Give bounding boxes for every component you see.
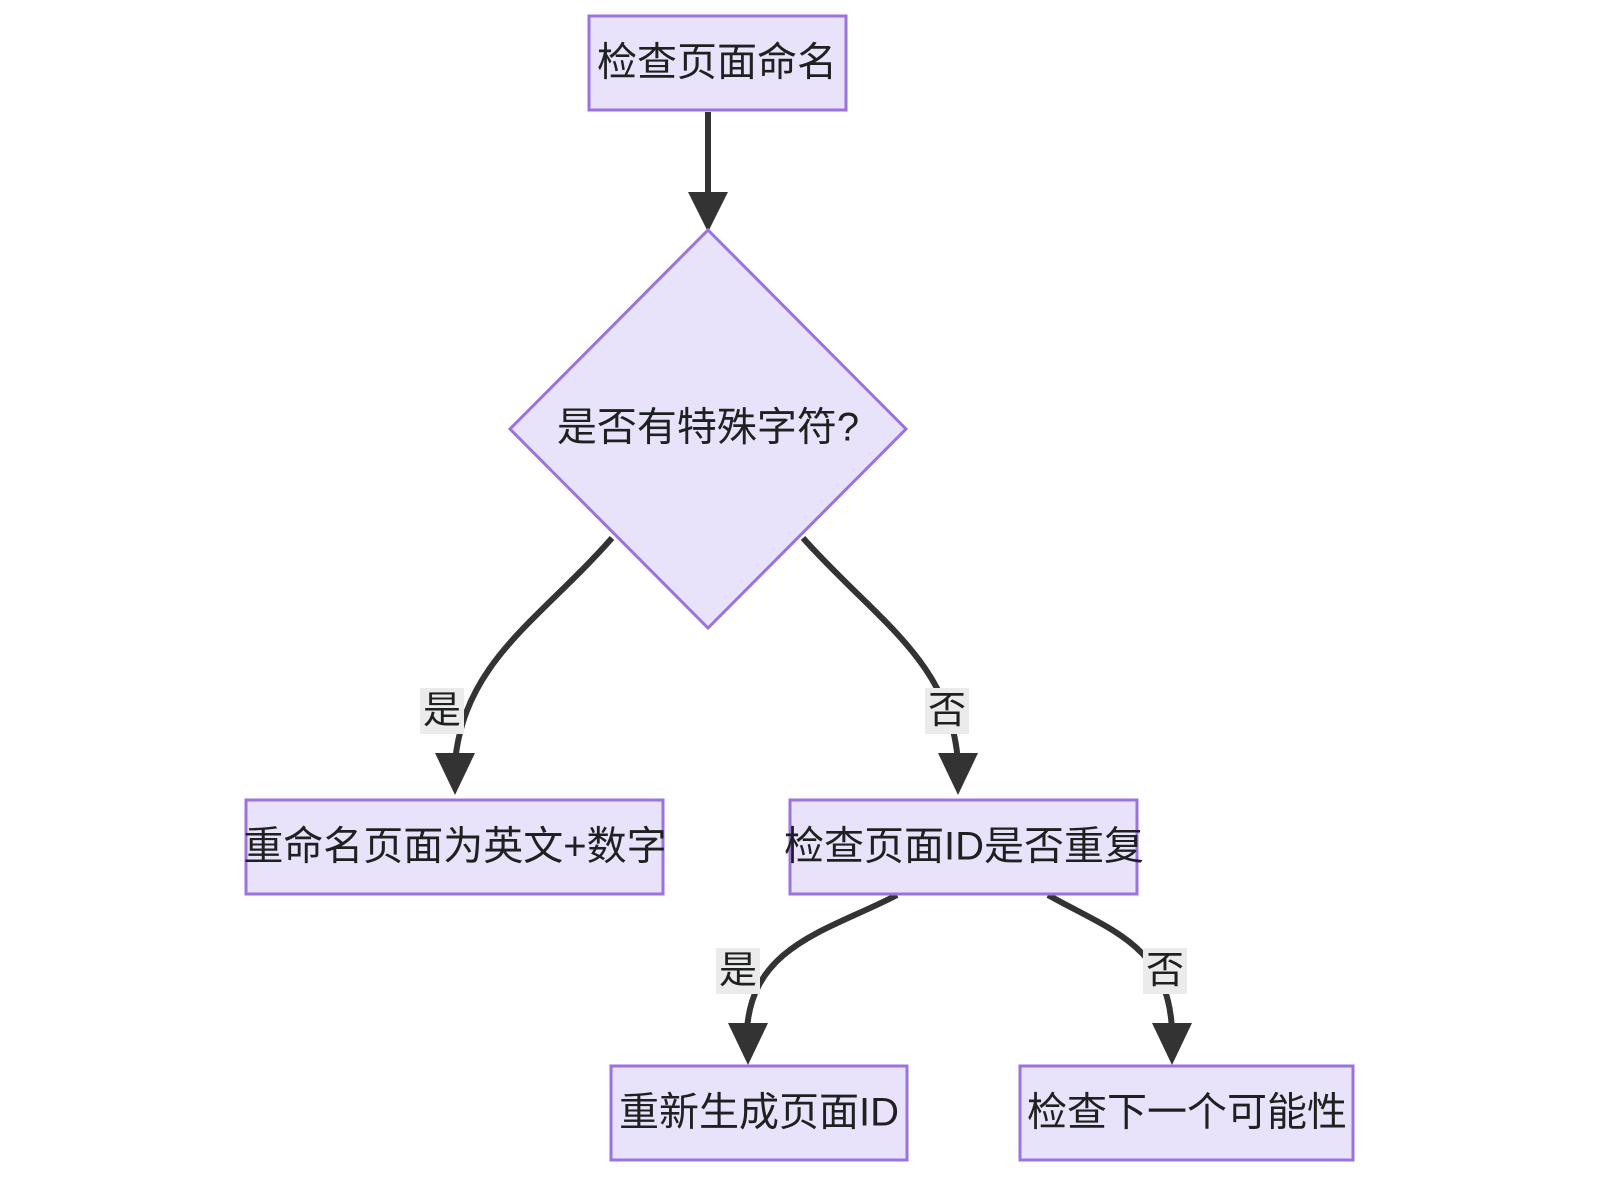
arrowhead-icon — [435, 753, 475, 795]
node-label: 重新生成页面ID — [619, 1091, 899, 1135]
edge-label-text: 否 — [1146, 950, 1184, 992]
node-has-special-chars-decision[interactable]: 是否有特殊字符? — [507, 227, 909, 631]
node-rename-page-to-english-digits[interactable]: 重命名页面为英文+数字 — [243, 798, 667, 896]
node-group: 检查页面命名 是否有特殊字符? 重命名页面为英文+数字 检查页面ID是否重复 重… — [243, 14, 1355, 1162]
node-shape-rect[interactable] — [244, 798, 665, 896]
node-label: 是否有特殊字符? — [557, 406, 859, 450]
arrowhead-icon — [688, 192, 728, 232]
node-check-page-id-duplicate[interactable]: 检查页面ID是否重复 — [784, 798, 1144, 896]
edge-label-group: 是 否 是 否 — [420, 688, 1187, 994]
edge-label-yes-duplicate-id: 是 — [716, 948, 760, 994]
node-regenerate-page-id[interactable]: 重新生成页面ID — [609, 1064, 909, 1162]
edge-line — [452, 536, 615, 763]
node-shape-rect[interactable] — [788, 798, 1139, 896]
node-label: 检查页面命名 — [597, 41, 837, 85]
arrowhead-icon — [938, 753, 978, 795]
edge-label-no-duplicate-id: 否 — [1143, 948, 1187, 994]
edge-label-background — [925, 688, 969, 734]
edge-checkid-to-regenerate — [728, 892, 899, 1065]
edge-checkid-to-checknext — [1046, 892, 1192, 1065]
node-check-page-naming[interactable]: 检查页面命名 — [587, 14, 848, 112]
node-shape-rect[interactable] — [587, 14, 848, 112]
node-shape-rect[interactable] — [609, 1064, 909, 1162]
edge-decision-to-rename — [435, 536, 615, 795]
edge-line — [1046, 892, 1175, 1031]
node-shape-rect[interactable] — [1018, 1064, 1355, 1162]
node-label: 重命名页面为英文+数字 — [243, 825, 666, 869]
node-check-next-possibility[interactable]: 检查下一个可能性 — [1018, 1064, 1355, 1162]
node-shape-diamond[interactable] — [507, 227, 909, 631]
edge-line — [744, 892, 899, 1031]
arrowhead-icon — [728, 1023, 768, 1065]
edge-label-text: 是 — [719, 950, 757, 992]
edge-decision-to-checkid — [800, 536, 978, 795]
edge-label-background — [420, 688, 464, 734]
edge-group — [435, 112, 1192, 1065]
edge-label-background — [1143, 948, 1187, 994]
node-label: 检查下一个可能性 — [1027, 1091, 1347, 1135]
edge-label-yes-special-chars: 是 — [420, 688, 464, 734]
edge-label-background — [716, 948, 760, 994]
arrowhead-icon — [1152, 1023, 1192, 1065]
edge-label-text: 否 — [928, 690, 966, 732]
edge-start-to-decision — [688, 112, 728, 232]
edge-label-no-special-chars: 否 — [925, 688, 969, 734]
node-label: 检查页面ID是否重复 — [784, 825, 1144, 869]
edge-label-text: 是 — [423, 690, 461, 732]
